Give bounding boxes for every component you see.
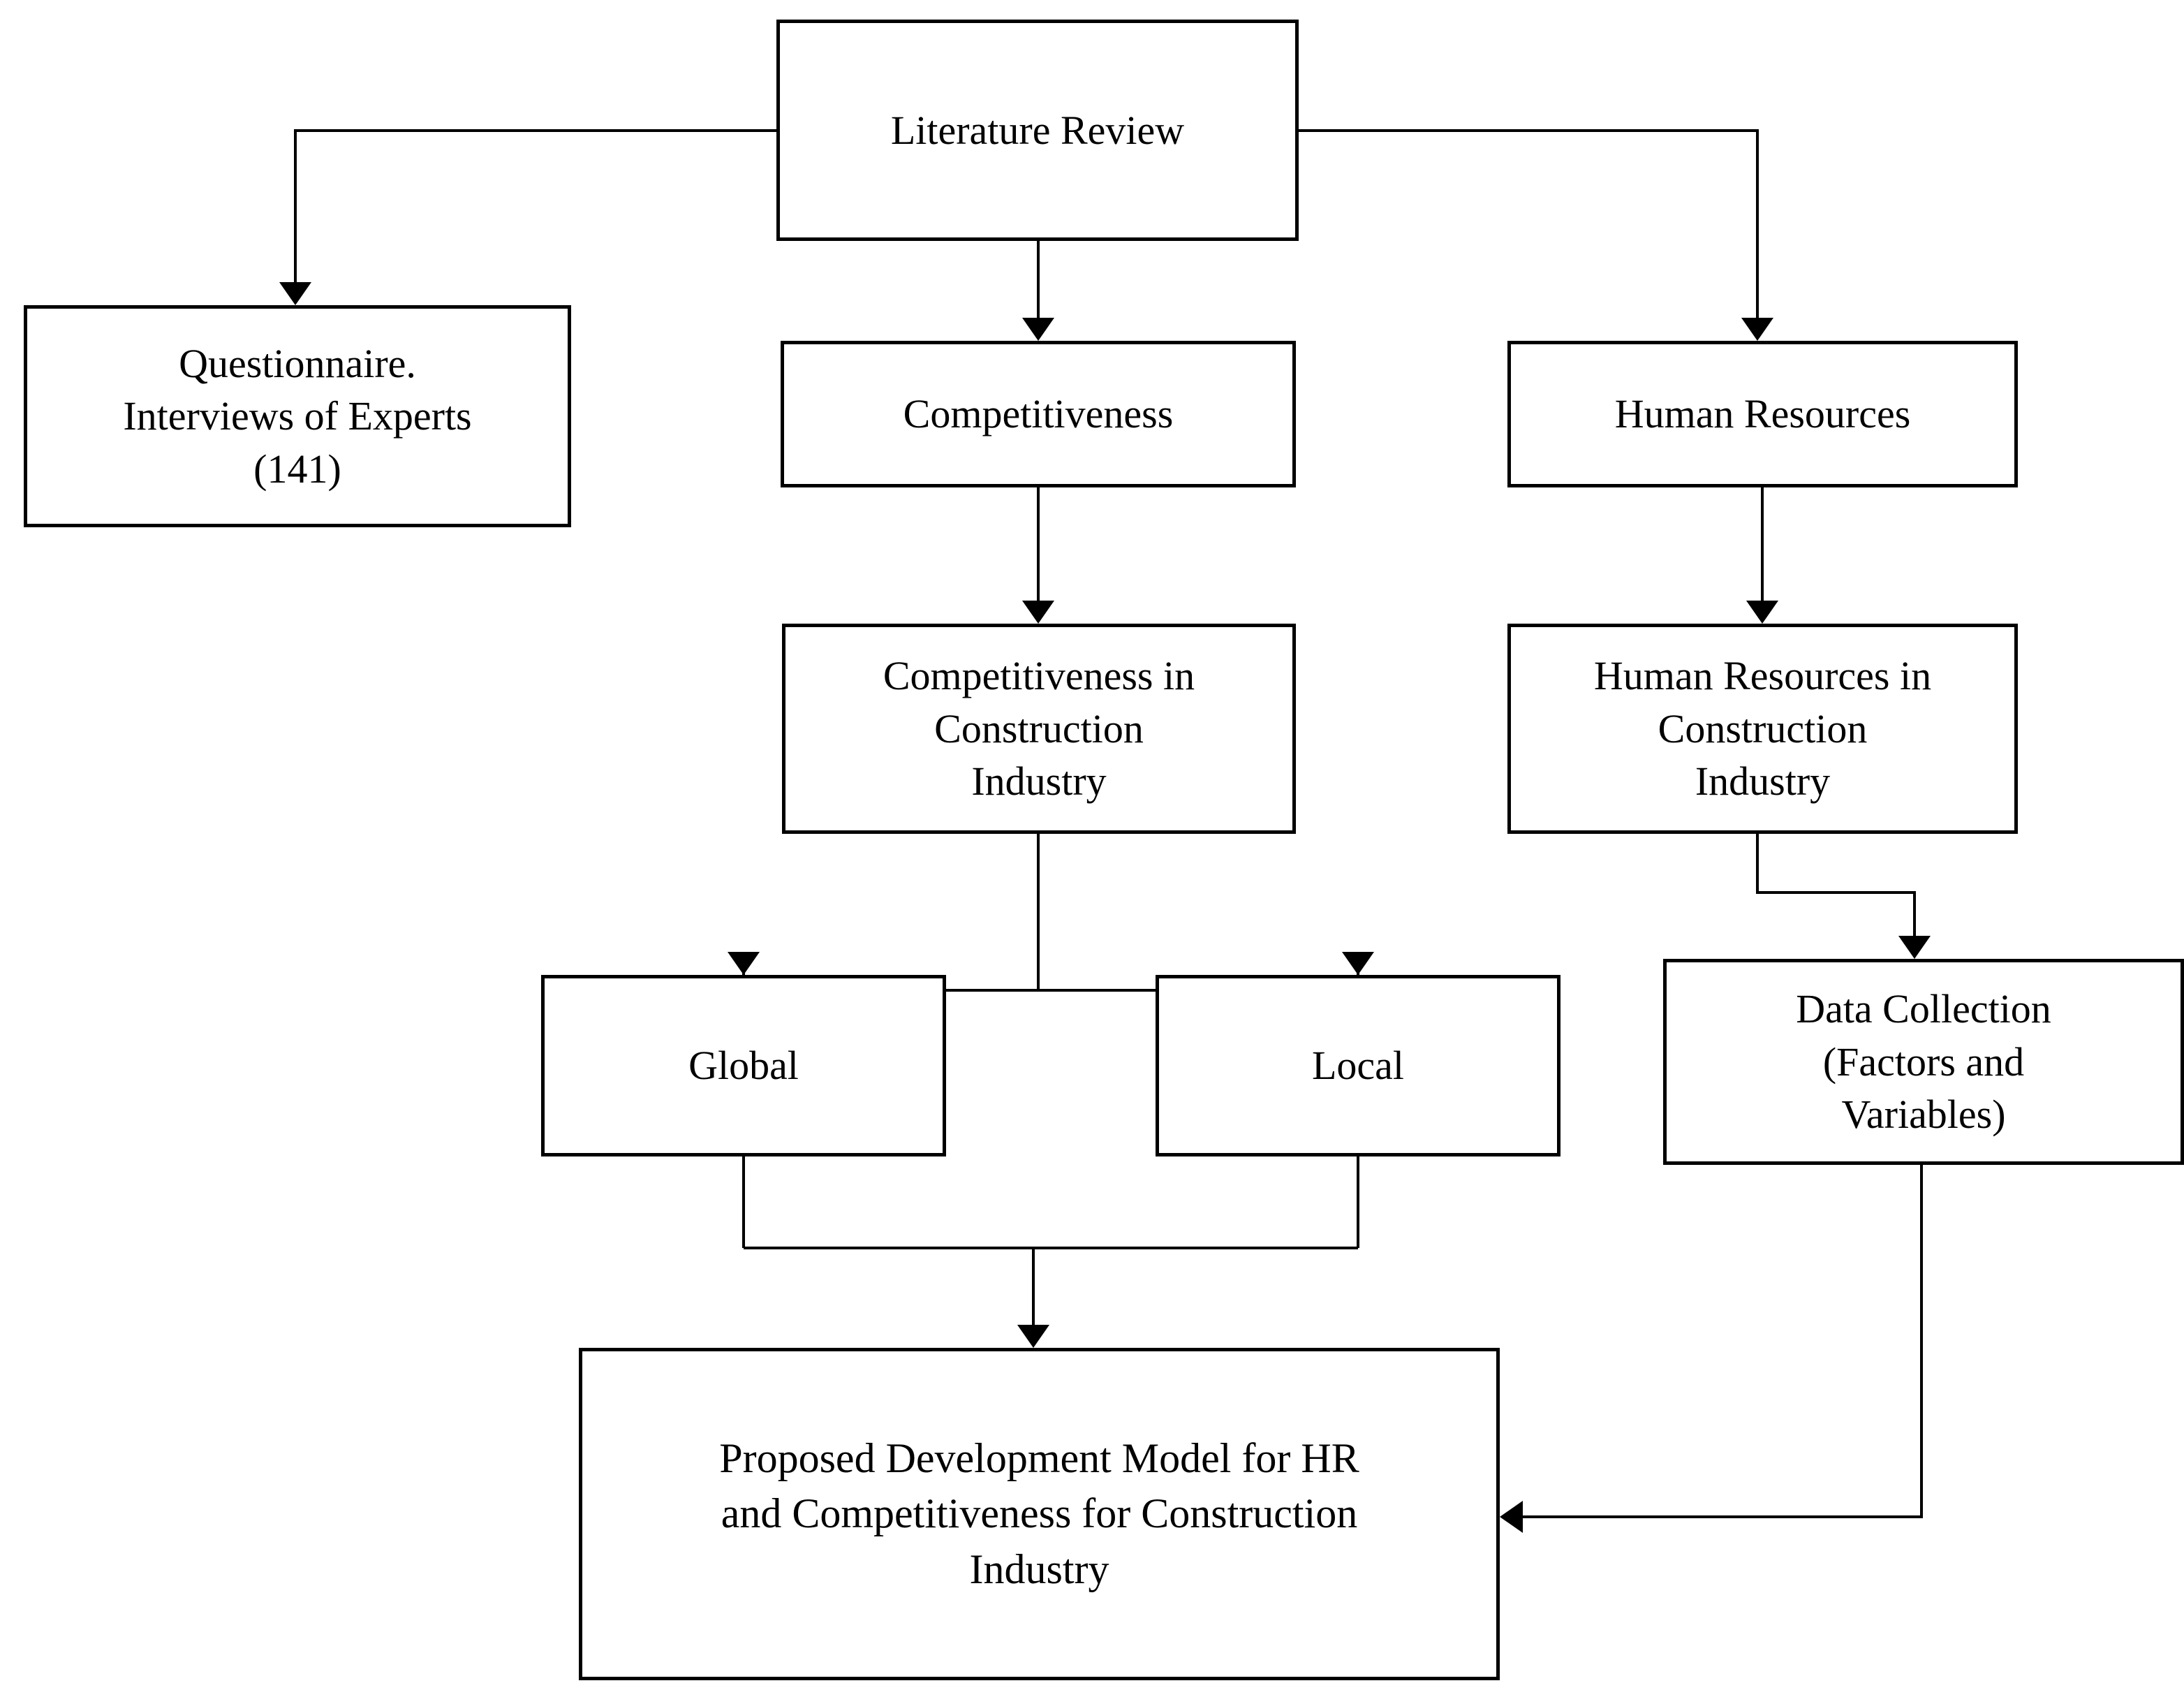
node-label-local: Local: [1311, 1043, 1405, 1089]
node-label-competitiveness: Competitiveness: [903, 391, 1174, 437]
edge-data-collection-to-model: [1500, 1165, 1923, 1533]
node-human-resources[interactable]: Human Resources: [1507, 341, 2018, 487]
node-label-questionnaire: Questionnaire. Interviews of Experts (14…: [123, 340, 472, 492]
node-label-proposed-development-model: Proposed Development Model for HR and Co…: [719, 1435, 1359, 1592]
node-label-human-resources: Human Resources: [1614, 391, 1911, 437]
node-global[interactable]: Global: [541, 975, 946, 1156]
node-data-collection[interactable]: Data Collection (Factors and Variables): [1663, 959, 2184, 1165]
node-label-global: Global: [688, 1043, 799, 1089]
node-local[interactable]: Local: [1156, 975, 1560, 1156]
edge-cci-to-global-local: [728, 834, 1374, 992]
edge-global-local-to-model: [742, 1156, 1359, 1348]
node-label-data-collection: Data Collection (Factors and Variables): [1796, 986, 2051, 1138]
edge-literature-to-competitiveness: [1022, 241, 1054, 341]
edge-hrci-to-data-collection: [1756, 834, 1931, 959]
node-label-competitiveness-in-construction-industry: Competitiveness in Construction Industry: [883, 653, 1195, 805]
edge-hr-to-hrci: [1746, 487, 1778, 624]
node-competitiveness[interactable]: Competitiveness: [781, 341, 1296, 487]
node-label-literature-review: Literature Review: [890, 107, 1185, 153]
node-competitiveness-in-construction-industry[interactable]: Competitiveness in Construction Industry: [782, 624, 1296, 834]
node-proposed-development-model[interactable]: Proposed Development Model for HR and Co…: [579, 1348, 1500, 1680]
edge-literature-to-human-resources: [1299, 129, 1773, 341]
node-label-human-resources-in-construction-industry: Human Resources in Construction Industry: [1593, 653, 1932, 805]
edge-competitiveness-to-cci: [1022, 487, 1054, 624]
node-human-resources-in-construction-industry[interactable]: Human Resources in Construction Industry: [1507, 624, 2018, 834]
node-literature-review[interactable]: Literature Review: [776, 20, 1299, 241]
edge-literature-to-questionnaire: [279, 129, 776, 305]
node-questionnaire[interactable]: Questionnaire. Interviews of Experts (14…: [24, 305, 571, 527]
